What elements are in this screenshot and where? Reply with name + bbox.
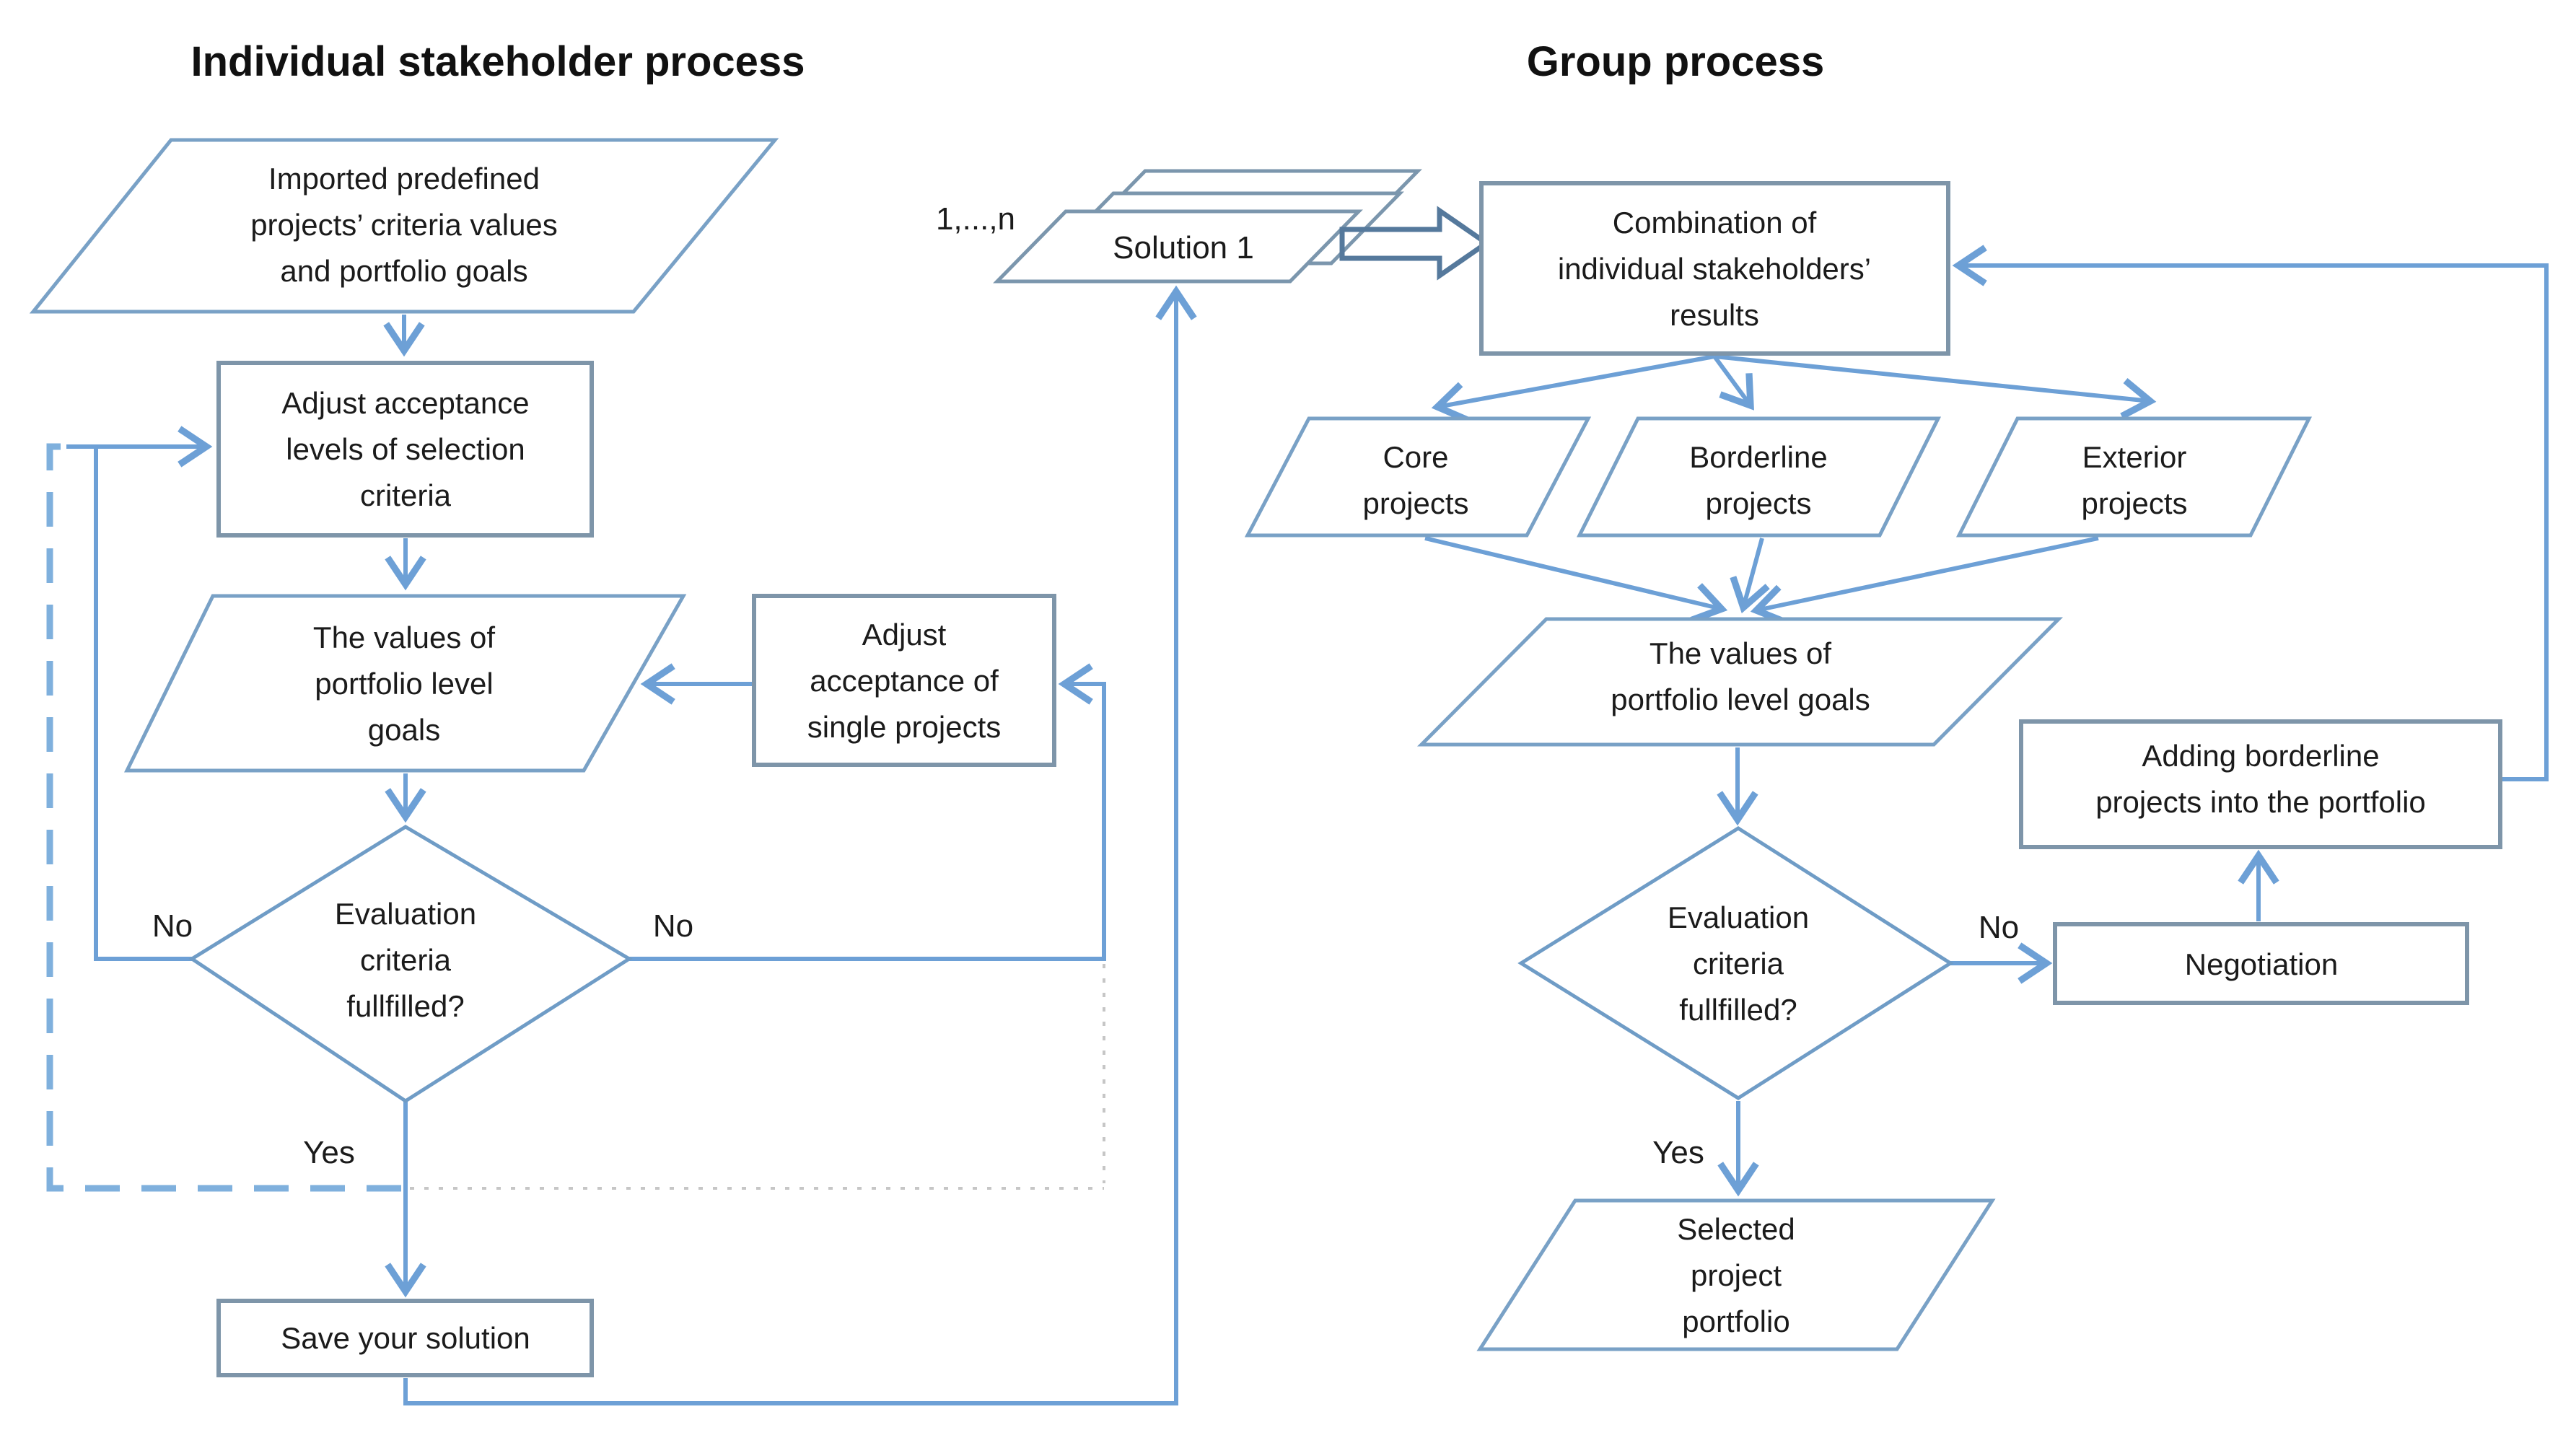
adjust-levels-rect (216, 361, 594, 538)
label-yes-left: Yes (303, 1135, 355, 1170)
exterior-projects-line1: Exterior (2082, 440, 2187, 474)
imported-data-line2: projects’ criteria values (250, 208, 558, 242)
core-projects-line2: projects (1362, 486, 1468, 520)
line-no-left-loop (94, 447, 192, 961)
decision-group-line2: criteria (1693, 947, 1784, 981)
portfolio-goals-left-line2: portfolio level (315, 667, 493, 701)
solution-front-label: Solution 1 (1113, 230, 1254, 266)
decision-individual-diamond (188, 825, 633, 1103)
core-projects-line1: Core (1383, 440, 1448, 474)
adding-borderline-line1: Adding borderline (2142, 739, 2379, 773)
portfolio-goals-right-line2: portfolio level goals (1611, 683, 1870, 716)
left-connectors (46, 285, 1197, 1405)
selected-portfolio-line2: project (1691, 1258, 1782, 1292)
title-individual-process: Individual stakeholder process (191, 38, 805, 85)
decision-individual-line3: fullfilled? (346, 989, 464, 1023)
dashed-yes-feedback-line (46, 443, 401, 1192)
combination-rect (1479, 181, 1950, 356)
decision-group-line1: Evaluation (1668, 900, 1809, 934)
portfolio-goals-left-line3: goals (368, 713, 440, 747)
label-no-left: No (152, 908, 193, 944)
adding-borderline-line2: projects into the portfolio (2095, 785, 2426, 819)
dotted-gray-line (410, 964, 1105, 1190)
right-connectors (1424, 245, 2549, 1197)
node-borderline-projects: Borderline projects (1576, 416, 1942, 538)
exterior-projects-parallelogram (1955, 416, 2313, 538)
combination-line2: individual stakeholders’ (1558, 252, 1871, 286)
label-no-right: No (653, 908, 693, 944)
label-no-group: No (1979, 910, 2019, 945)
line-save-to-solution-stack (403, 285, 1197, 1405)
adjust-levels-line2: levels of selection (286, 432, 525, 466)
arrow-combination-to-borderline (1712, 355, 1754, 411)
portfolio-goals-right-parallelogram (1416, 617, 2064, 747)
portfolio-goals-right-line1: The values of (1650, 636, 1831, 670)
solution-stack: Solution 1 1,...,n (936, 169, 1491, 284)
adjust-single-line1: Adjust (862, 618, 947, 652)
negotiation-label: Negotiation (2185, 947, 2338, 981)
adjust-single-line2: acceptance of (810, 664, 999, 698)
line-no-right-to-adjust-single (629, 663, 1106, 961)
solution-stack-front (993, 209, 1363, 284)
arrow-core-to-goals (1424, 536, 1728, 623)
node-adjust-levels: Adjust acceptance levels of selection cr… (216, 361, 594, 538)
portfolio-goals-left-line1: The values of (313, 620, 495, 654)
adjust-levels-line3: criteria (360, 478, 452, 512)
node-imported-data: Imported predefined projects’ criteria v… (29, 138, 779, 314)
imported-data-line1: Imported predefined (268, 162, 540, 196)
solution-count-label: 1,...,n (936, 201, 1015, 237)
portfolio-goals-left-parallelogram (123, 594, 687, 773)
imported-data-line3: and portfolio goals (280, 254, 527, 288)
core-projects-parallelogram (1244, 416, 1592, 538)
node-adjust-single: Adjust acceptance of single projects (752, 594, 1056, 767)
label-yes-group: Yes (1652, 1135, 1704, 1170)
exterior-projects-line2: projects (2081, 486, 2187, 520)
imported-data-parallelogram (29, 138, 779, 314)
selected-portfolio-line3: portfolio (1682, 1304, 1789, 1338)
combination-line3: results (1670, 298, 1759, 332)
node-decision-group: Evaluation criteria fullfilled? (1517, 826, 1954, 1100)
node-negotiation: Negotiation (2053, 922, 2469, 1005)
arrow-borderline-to-goals (1730, 538, 1770, 614)
negotiation-rect (2053, 922, 2469, 1005)
decision-individual-line1: Evaluation (335, 897, 476, 931)
adjust-single-rect (752, 594, 1056, 767)
title-group-process: Group process (1527, 38, 1825, 85)
node-portfolio-goals-right: The values of portfolio level goals (1416, 617, 2064, 747)
node-combination: Combination of individual stakeholders’ … (1479, 181, 1950, 356)
decision-individual-line2: criteria (360, 943, 452, 977)
borderline-projects-line1: Borderline (1689, 440, 1827, 474)
node-adding-borderline: Adding borderline projects into the port… (2019, 719, 2502, 849)
adjust-levels-line1: Adjust acceptance (281, 386, 529, 420)
node-selected-portfolio: Selected project portfolio (1476, 1198, 1996, 1351)
decision-group-diamond (1517, 826, 1954, 1100)
adjust-single-line3: single projects (807, 710, 1001, 744)
selected-portfolio-line1: Selected (1677, 1212, 1795, 1246)
save-solution-rect (216, 1299, 594, 1377)
node-decision-individual: Evaluation criteria fullfilled? (188, 825, 633, 1103)
node-core-projects: Core projects (1244, 416, 1592, 538)
borderline-projects-line2: projects (1705, 486, 1811, 520)
arrow-combination-to-exterior (1714, 354, 2157, 419)
arrow-combination-to-core (1431, 354, 1715, 423)
decision-group-line3: fullfilled? (1679, 993, 1797, 1027)
borderline-projects-parallelogram (1576, 416, 1942, 538)
combination-line1: Combination of (1613, 206, 1817, 240)
line-adding-feedback-to-combination (1952, 245, 2549, 781)
node-exterior-projects: Exterior projects (1955, 416, 2313, 538)
node-portfolio-goals-left: The values of portfolio level goals (123, 594, 687, 773)
block-arrow-to-combination (1339, 206, 1491, 281)
save-solution-label: Save your solution (281, 1321, 530, 1355)
arrow-exterior-to-goals (1750, 536, 2099, 626)
selected-portfolio-parallelogram (1476, 1198, 1996, 1351)
adding-borderline-rect (2019, 719, 2502, 849)
node-save-solution: Save your solution (216, 1299, 594, 1377)
